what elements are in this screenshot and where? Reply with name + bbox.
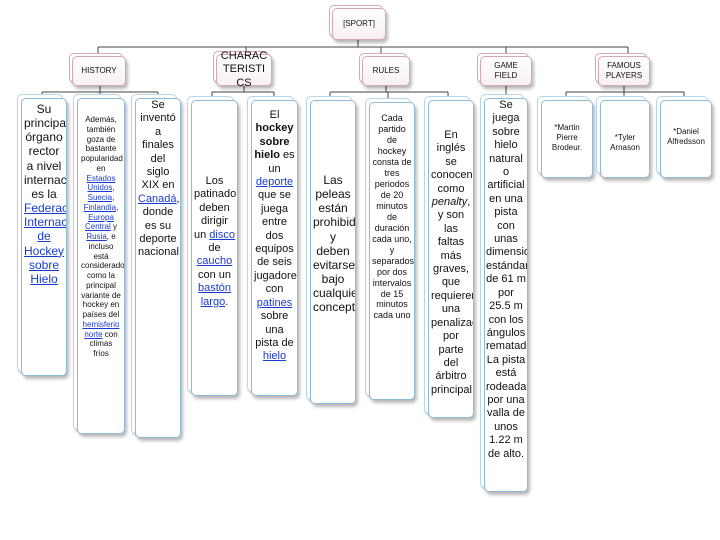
game-field-leaf-1-text: Se juega sobre hielo natural o artificia… (484, 98, 528, 492)
root-node[interactable]: [SPORT] (329, 5, 386, 40)
characteristics-leaf-players: Los patinadores deben dirigir un disco d… (187, 96, 238, 396)
link-hemisferio-norte[interactable]: hemisferio norte (82, 319, 120, 339)
link-suecia[interactable]: Suecia (87, 193, 113, 202)
rules-leaf-2-text: Cada partido de hockey consta de tres pe… (369, 102, 415, 400)
famous-player-2-text: *Tyler Arnason (600, 100, 650, 178)
category-famous-players-label: FAMOUS PLAYERS (598, 56, 650, 86)
link-finlandia[interactable]: Finlandia (83, 202, 117, 212)
link-patines[interactable]: patines (256, 296, 293, 309)
history-leaf-governing-body: Su principal órgano rector a nivel inter… (17, 94, 67, 376)
history-leaf-1-text: Su principal órgano rector a nivel inter… (21, 98, 67, 376)
link-baston-largo[interactable]: bastón largo (197, 282, 232, 308)
rules-leaf-penalties: En inglés se conocen como penalty, y son… (424, 96, 474, 418)
famous-player-1-text: *Martin Pierre Brodeur. (541, 100, 593, 178)
category-rules-label: RULES (362, 56, 410, 86)
root-label: [SPORT] (332, 8, 386, 40)
category-game-field[interactable]: GAME FIELD (477, 53, 532, 86)
characteristics-leaf-1-text: Los patinadores deben dirigir un disco d… (191, 100, 238, 396)
category-characteristics[interactable]: CHARACTERISTICS (213, 50, 272, 89)
category-history[interactable]: HISTORY (69, 53, 126, 86)
federation-link[interactable]: Federación Internacional de Hockey sobre… (24, 201, 67, 286)
rules-leaf-fights: Las peleas están prohibidas y deben evit… (306, 96, 356, 404)
category-characteristics-label: CHARACTERISTICS (216, 50, 272, 89)
rules-leaf-periods: Cada partido de hockey consta de tres pe… (365, 98, 415, 400)
link-rusia[interactable]: Rusia (86, 232, 107, 241)
famous-player-3-text: *Daniel Alfredsson (660, 100, 712, 178)
link-europa-central[interactable]: Europa Central (84, 212, 114, 232)
famous-player-brodeur: *Martin Pierre Brodeur. (537, 96, 593, 178)
characteristics-leaf-definition: El hockey sobre hielo es un deporte que … (247, 96, 298, 396)
category-famous-players[interactable]: FAMOUS PLAYERS (595, 53, 650, 86)
history-leaf-invention: Se inventó a finales del siglo XIX en Ca… (131, 94, 181, 438)
category-game-field-label: GAME FIELD (480, 56, 532, 86)
category-rules[interactable]: RULES (359, 53, 410, 86)
link-caucho[interactable]: caucho (196, 255, 233, 268)
link-hielo[interactable]: hielo (262, 350, 287, 363)
game-field-leaf-dimensions: Se juega sobre hielo natural o artificia… (480, 94, 528, 492)
history-leaf-popularity: Además, también goza de bastante popular… (73, 94, 125, 434)
famous-player-arnason: *Tyler Arnason (596, 96, 650, 178)
link-canada[interactable]: Canadá (138, 192, 177, 205)
history-leaf-2-text: Además, también goza de bastante popular… (77, 98, 125, 434)
link-disco[interactable]: disco (209, 228, 235, 241)
category-history-label: HISTORY (72, 56, 126, 86)
history-leaf-3-text: Se inventó a finales del siglo XIX en Ca… (135, 98, 181, 438)
link-estados-unidos[interactable]: Estados Unidos (86, 173, 116, 193)
rules-leaf-3-text: En inglés se conocen como penalty, y son… (428, 100, 474, 418)
rules-leaf-1-text: Las peleas están prohibidas y deben evit… (310, 100, 356, 404)
link-deporte[interactable]: deporte (255, 176, 294, 189)
characteristics-leaf-2-text: El hockey sobre hielo es un deporte que … (251, 100, 298, 396)
famous-player-alfredsson: *Daniel Alfredsson (656, 96, 712, 178)
